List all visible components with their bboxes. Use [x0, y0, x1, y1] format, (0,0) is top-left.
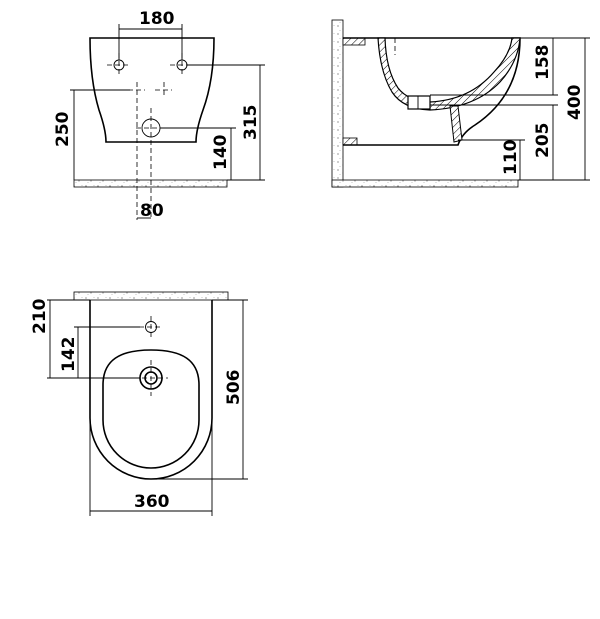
- bowl-top-outline: [102, 349, 200, 469]
- wall-hatch-top: [73, 291, 229, 301]
- dim-110: 110: [501, 139, 521, 175]
- dim-315: 315: [241, 105, 261, 141]
- dim-250: 250: [53, 111, 73, 147]
- side-view: 158 400 205 110: [331, 19, 590, 188]
- dim-180: 180: [139, 9, 175, 29]
- dim-210: 210: [30, 298, 50, 334]
- dim-158: 158: [533, 45, 553, 81]
- top-view: 210 142 506 360: [30, 291, 248, 516]
- wall-hatch: [331, 19, 344, 188]
- bidet-front-outline: [89, 37, 215, 143]
- outlet-pipe: [407, 95, 431, 110]
- floor-hatch-side: [331, 179, 519, 188]
- dim-140: 140: [211, 134, 231, 170]
- dim-360: 360: [134, 492, 170, 512]
- front-view: 180 250 315 140 80: [53, 9, 265, 221]
- dim-80: 80: [140, 201, 164, 221]
- floor-hatch: [73, 179, 228, 188]
- dim-142: 142: [59, 337, 79, 373]
- bowl-section: [377, 37, 521, 111]
- dim-400: 400: [565, 84, 585, 120]
- bidet-side-outline: [343, 37, 521, 146]
- dim-506: 506: [224, 370, 244, 406]
- dim-205: 205: [533, 123, 553, 159]
